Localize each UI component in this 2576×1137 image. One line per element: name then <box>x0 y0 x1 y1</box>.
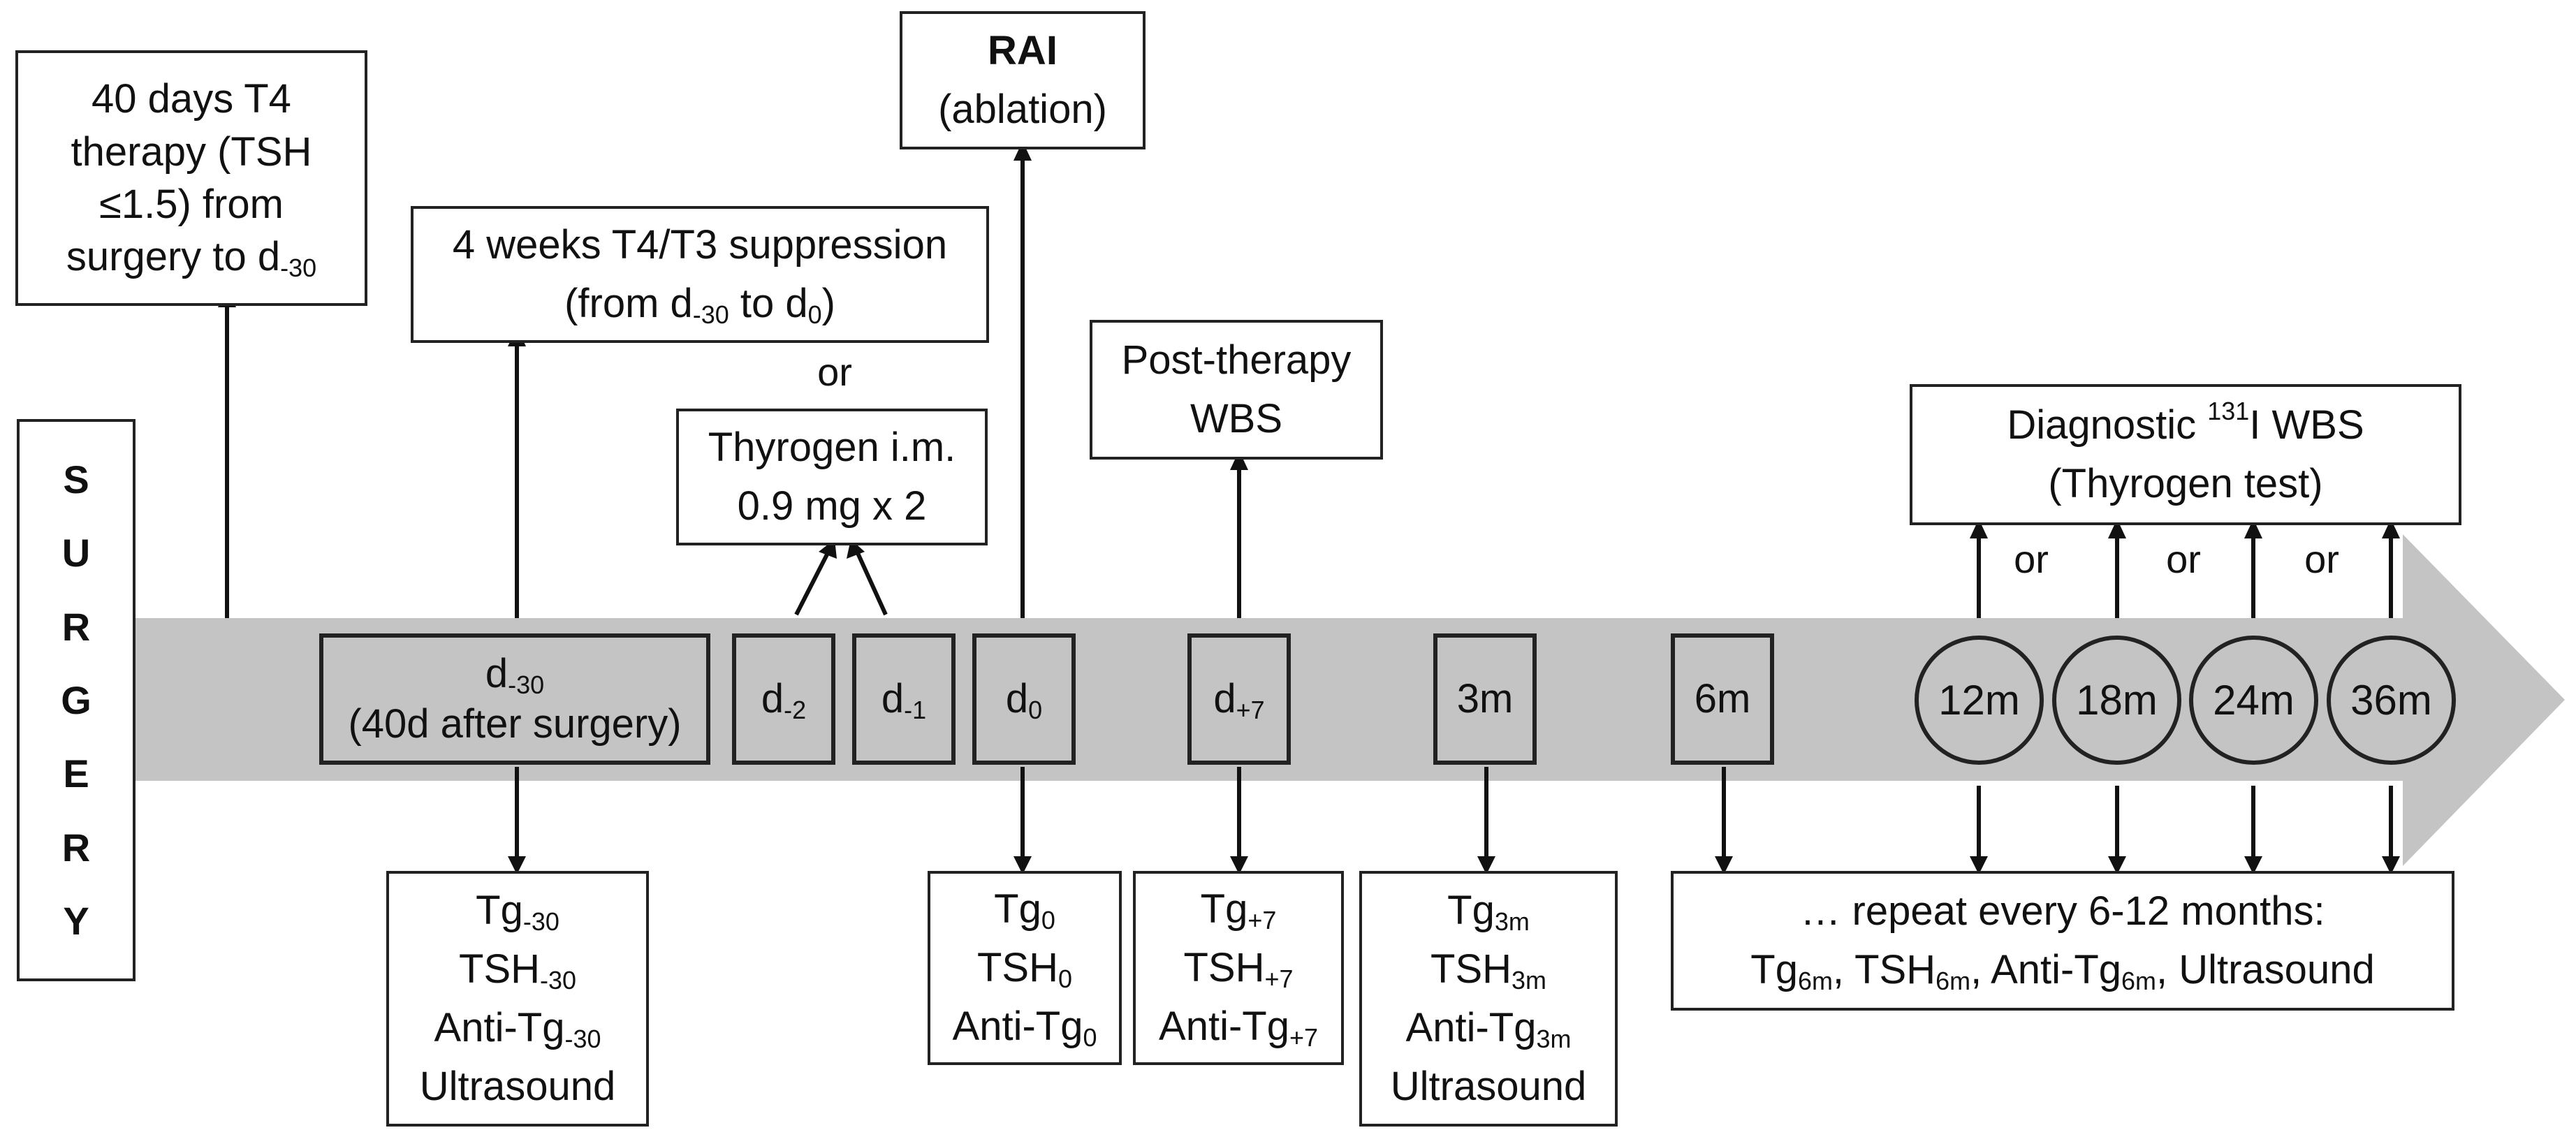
d7-label: d+7 <box>1213 675 1265 724</box>
anti-tg-line: Anti-Tg0 <box>952 1004 1097 1052</box>
tsh-line: TSH-30 <box>459 946 576 995</box>
timeline-24m-circle: 24m <box>2189 636 2318 765</box>
surgery-letter: R <box>61 604 91 649</box>
tsh-line: TSH3m <box>1430 946 1546 995</box>
timeline-18m-circle: 18m <box>2052 636 2181 765</box>
tsh-line: TSH0 <box>977 944 1072 993</box>
surgery-letter: E <box>63 751 89 796</box>
t4-therapy-line: ≤1.5) from <box>99 182 284 227</box>
rai-title: RAI <box>988 27 1058 73</box>
d30-subtitle: (40d after surgery) <box>348 701 682 747</box>
ultrasound-line: Ultrasound <box>419 1064 616 1110</box>
post-therapy-line: WBS <box>1190 396 1283 441</box>
surgery-letter: Y <box>63 898 89 943</box>
timeline-d-30: d-30 (40d after surgery) <box>319 633 710 765</box>
t4-therapy-line: therapy (TSH <box>71 129 312 175</box>
diagnostic-line: (Thyrogen test) <box>2048 461 2323 506</box>
tg-line: Tg3m <box>1447 887 1530 936</box>
m6-label: 6m <box>1694 675 1751 721</box>
tsh-line: TSH+7 <box>1183 944 1294 993</box>
timeline-d-2: d-2 <box>732 633 835 765</box>
d-1-label: d-1 <box>881 675 927 724</box>
repeat-title: … repeat every 6-12 months: <box>1800 888 2325 934</box>
d0-label: d0 <box>1005 675 1043 724</box>
surgery-letter: G <box>61 677 92 722</box>
tg-line: Tg+7 <box>1200 886 1277 934</box>
suppression-line: 4 weeks T4/T3 suppression <box>452 221 948 267</box>
timeline-d-1: d-1 <box>852 633 956 765</box>
post-therapy-box: Post-therapy WBS <box>1090 320 1383 460</box>
surgery-letter: U <box>61 531 91 575</box>
suppression-line: (from d-30 to d0) <box>564 281 835 329</box>
or-label: or <box>2014 537 2049 581</box>
tg-line: Tg-30 <box>476 887 559 936</box>
thyrogen-box: Thyrogen i.m. 0.9 mg x 2 <box>676 409 988 545</box>
m3-label: 3m <box>1456 675 1514 721</box>
post-therapy-line: Post-therapy <box>1121 337 1352 383</box>
surgery-label: S U R G E R Y <box>17 419 136 981</box>
t4-therapy-line: 40 days T4 <box>92 76 291 122</box>
timeline-12m-circle: 12m <box>1915 636 2044 765</box>
repeat-items: Tg6m, TSH6m, Anti-Tg6m, Ultrasound <box>1750 947 2375 995</box>
timeline-6m: 6m <box>1671 633 1774 765</box>
bottom-box-repeat: … repeat every 6-12 months: Tg6m, TSH6m,… <box>1671 871 2454 1011</box>
timeline-d7: d+7 <box>1187 633 1291 765</box>
surgery-letter: R <box>61 825 91 870</box>
bottom-box-d0: Tg0 TSH0 Anti-Tg0 <box>928 871 1122 1065</box>
or-label: or <box>2304 537 2339 581</box>
arrow-up-thyrogen-right <box>856 552 888 616</box>
arrow-up-thyrogen-left <box>794 552 830 616</box>
anti-tg-line: Anti-Tg+7 <box>1159 1004 1318 1052</box>
rai-subtitle: (ablation) <box>938 87 1107 132</box>
timeline-arrow-shape <box>133 534 2565 866</box>
timeline-d0: d0 <box>972 633 1076 765</box>
rai-box: RAI (ablation) <box>900 11 1146 149</box>
diagnostic-wbs-box: Diagnostic 131I WBS (Thyrogen test) <box>1910 384 2461 525</box>
connector-arrows <box>225 155 2393 863</box>
bottom-box-3m: Tg3m TSH3m Anti-Tg3m Ultrasound <box>1359 871 1618 1127</box>
or-label: or <box>2166 537 2201 581</box>
bottom-box-d7: Tg+7 TSH+7 Anti-Tg+7 <box>1133 871 1344 1065</box>
d-2-label: d-2 <box>761 675 807 724</box>
timeline-36m-circle: 36m <box>2327 636 2456 765</box>
ultrasound-line: Ultrasound <box>1390 1064 1587 1110</box>
d30-label: d-30 <box>485 650 545 699</box>
diagnostic-line: Diagnostic 131I WBS <box>2007 396 2364 448</box>
t4-therapy-line: surgery to d-30 <box>66 234 317 283</box>
suppression-box: 4 weeks T4/T3 suppression (from d-30 to … <box>411 206 989 343</box>
timeline-3m: 3m <box>1433 633 1537 765</box>
tg-line: Tg0 <box>994 886 1055 934</box>
anti-tg-line: Anti-Tg-30 <box>434 1005 601 1053</box>
or-label: or <box>817 350 852 394</box>
surgery-letter: S <box>63 457 89 502</box>
thyrogen-line: 0.9 mg x 2 <box>737 483 927 529</box>
t4-therapy-box: 40 days T4 therapy (TSH ≤1.5) from surge… <box>15 50 367 306</box>
thyrogen-line: Thyrogen i.m. <box>708 424 956 470</box>
bottom-box-d-30: Tg-30 TSH-30 Anti-Tg-30 Ultrasound <box>386 871 649 1127</box>
anti-tg-line: Anti-Tg3m <box>1405 1005 1572 1053</box>
